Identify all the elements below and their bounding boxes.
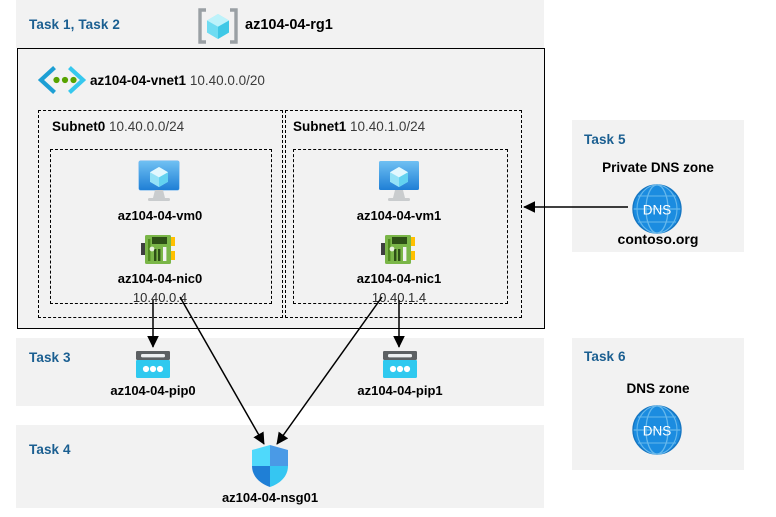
svg-text:DNS: DNS <box>643 424 672 439</box>
virtual-machine-icon <box>135 159 183 203</box>
private-dns-zone-title: Private DNS zone <box>602 160 714 175</box>
subnet0-cidr: 10.40.0.0/24 <box>109 119 185 134</box>
resource-group-icon <box>197 7 239 45</box>
vnet-header: az104-04-vnet1 10.40.0.0/20 <box>90 73 265 88</box>
task-label-6: Task 6 <box>584 349 626 364</box>
task-label-5: Task 5 <box>584 132 626 147</box>
task-label-1-2: Task 1, Task 2 <box>29 17 120 32</box>
private-dns-zone-name: contoso.org <box>617 231 699 247</box>
network-interface-icon <box>381 233 417 266</box>
network-interface-icon <box>141 233 177 266</box>
nic1-label: az104-04-nic1 <box>356 271 442 286</box>
virtual-network-icon <box>37 66 87 94</box>
pip0-label: az104-04-pip0 <box>110 383 196 398</box>
dns-zone-icon: DNS <box>631 183 683 235</box>
subnet1-header: Subnet1 10.40.1.0/24 <box>293 119 425 134</box>
resource-group-name: az104-04-rg1 <box>245 17 333 33</box>
virtual-machine-icon <box>375 159 423 203</box>
nic0-label: az104-04-nic0 <box>117 271 203 286</box>
nic1-ip: 10.40.1.4 <box>371 290 427 305</box>
network-security-group-icon <box>248 443 292 489</box>
subnet0-box <box>38 110 283 318</box>
svg-text:DNS: DNS <box>643 203 672 218</box>
vm0-label: az104-04-vm0 <box>117 208 203 223</box>
task-label-3: Task 3 <box>29 350 71 365</box>
vm1-label: az104-04-vm1 <box>356 208 442 223</box>
vnet-box <box>17 48 545 329</box>
vnet-name: az104-04-vnet1 <box>90 73 187 88</box>
task-label-4: Task 4 <box>29 442 71 457</box>
pip1-label: az104-04-pip1 <box>357 383 443 398</box>
nsg-label: az104-04-nsg01 <box>221 490 319 505</box>
subnet0-name: Subnet0 <box>52 119 106 134</box>
subnet1-vm-group <box>293 149 508 304</box>
subnet1-box <box>285 110 522 318</box>
public-ip-icon <box>381 350 419 380</box>
vnet-cidr: 10.40.0.0/20 <box>189 73 265 88</box>
subnet0-vm-group <box>50 149 272 304</box>
subnet1-cidr: 10.40.1.0/24 <box>350 119 426 134</box>
dns-zone-title: DNS zone <box>626 381 690 396</box>
subnet0-header: Subnet0 10.40.0.0/24 <box>52 119 184 134</box>
resource-group-panel <box>16 0 544 48</box>
nic0-ip: 10.40.0.4 <box>132 290 188 305</box>
public-ip-icon <box>134 350 172 380</box>
subnet1-name: Subnet1 <box>293 119 347 134</box>
dns-zone-icon: DNS <box>631 404 683 456</box>
